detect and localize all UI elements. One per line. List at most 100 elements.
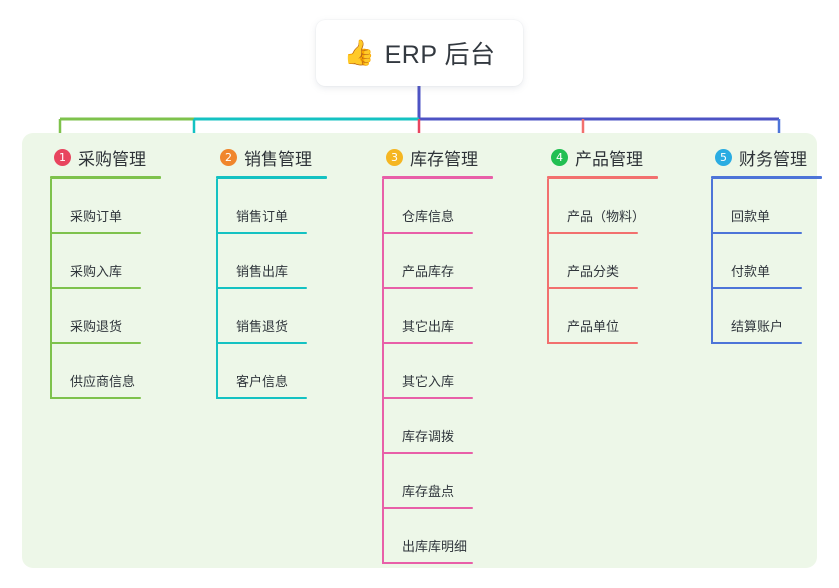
branch-1[interactable]: 1 采购管理采购订单采购入库采购退货供应商信息 <box>36 146 161 399</box>
branch-underline <box>711 176 822 179</box>
branch-item-underline <box>382 342 473 344</box>
mindmap-background-panel <box>22 133 817 568</box>
branch-item-label: 销售订单 <box>236 209 289 224</box>
branch-title: 库存管理 <box>410 149 478 169</box>
branch-item-label: 出库库明细 <box>402 539 468 554</box>
branch-item-underline <box>547 232 638 234</box>
branch-number-badge: 4 <box>551 148 568 166</box>
branch-item[interactable]: 产品库存 <box>382 234 493 289</box>
branch-underline <box>216 176 327 179</box>
branch-item-underline <box>382 232 473 234</box>
branch-item-label: 产品单位 <box>567 319 620 334</box>
branch-item-underline <box>711 287 802 289</box>
branch-header-3[interactable]: 3 库存管理 <box>368 146 493 169</box>
branch-item[interactable]: 产品单位 <box>547 289 658 344</box>
branch-item-underline <box>382 287 473 289</box>
branch-underline <box>50 176 161 179</box>
branch-item[interactable]: 采购订单 <box>50 179 161 234</box>
branch-item-underline <box>50 342 141 344</box>
branch-item-label: 采购入库 <box>70 264 123 279</box>
branch-title: 产品管理 <box>575 149 643 169</box>
branch-title: 财务管理 <box>739 149 807 169</box>
branch-item-underline <box>711 232 802 234</box>
branch-item-list: 仓库信息产品库存其它出库其它入库库存调拨库存盘点出库库明细 <box>382 179 493 564</box>
branch-item-label: 销售出库 <box>236 264 289 279</box>
branch-item-underline <box>382 452 473 454</box>
branch-item-underline <box>547 342 638 344</box>
branch-item[interactable]: 其它入库 <box>382 344 493 399</box>
branch-item-underline <box>382 562 473 564</box>
branch-underline <box>547 176 658 179</box>
branch-header-5[interactable]: 5 财务管理 <box>697 146 822 169</box>
branch-item-underline <box>50 232 141 234</box>
branch-item[interactable]: 采购退货 <box>50 289 161 344</box>
branch-item-label: 回款单 <box>731 209 771 224</box>
branch-item-list: 销售订单销售出库销售退货客户信息 <box>216 179 327 399</box>
branch-item-list: 产品（物料） 产品分类产品单位 <box>547 179 658 344</box>
branch-item[interactable]: 产品分类 <box>547 234 658 289</box>
branch-item-label: 供应商信息 <box>70 374 136 389</box>
branch-item[interactable]: 客户信息 <box>216 344 327 399</box>
branch-item-underline <box>382 507 473 509</box>
branch-item-label: 产品（物料） <box>567 209 646 224</box>
branch-item[interactable]: 销售退货 <box>216 289 327 344</box>
branch-item[interactable]: 付款单 <box>711 234 822 289</box>
branch-item[interactable]: 库存盘点 <box>382 454 493 509</box>
root-node[interactable]: 👍 ERP 后台 <box>316 20 523 86</box>
branch-item-label: 产品分类 <box>567 264 620 279</box>
branch-item-underline <box>547 287 638 289</box>
branch-item-underline <box>50 287 141 289</box>
branch-item[interactable]: 结算账户 <box>711 289 822 344</box>
branch-title: 采购管理 <box>78 149 146 169</box>
branch-item-underline <box>382 397 473 399</box>
branch-spine <box>216 179 218 399</box>
branch-header-4[interactable]: 4 产品管理 <box>533 146 658 169</box>
branch-item-label: 其它入库 <box>402 374 455 389</box>
branch-number-badge: 1 <box>54 148 71 166</box>
branch-3[interactable]: 3 库存管理仓库信息产品库存其它出库其它入库库存调拨库存盘点出库库明细 <box>368 146 493 564</box>
branch-item-underline <box>216 342 307 344</box>
branch-number-badge: 3 <box>386 148 403 166</box>
branch-item-label: 结算账户 <box>731 319 784 334</box>
branch-item[interactable]: 仓库信息 <box>382 179 493 234</box>
branch-spine <box>547 179 549 344</box>
branch-number-badge: 2 <box>220 148 237 166</box>
branch-item[interactable]: 销售订单 <box>216 179 327 234</box>
branch-item-label: 库存盘点 <box>402 484 455 499</box>
thumbs-up-icon: 👍 <box>343 38 375 67</box>
branch-item[interactable]: 产品（物料） <box>547 179 658 234</box>
branch-item-list: 回款单付款单结算账户 <box>711 179 822 344</box>
branch-number-badge: 5 <box>715 148 732 166</box>
branch-item[interactable]: 销售出库 <box>216 234 327 289</box>
branch-item[interactable]: 供应商信息 <box>50 344 161 399</box>
branch-spine <box>50 179 52 399</box>
branch-item-label: 销售退货 <box>236 319 289 334</box>
branch-item[interactable]: 其它出库 <box>382 289 493 344</box>
branch-item-label: 付款单 <box>731 264 771 279</box>
branch-5[interactable]: 5 财务管理回款单付款单结算账户 <box>697 146 822 344</box>
branch-item-label: 产品库存 <box>402 264 455 279</box>
branch-underline <box>382 176 493 179</box>
branch-item-label: 仓库信息 <box>402 209 455 224</box>
branch-item-underline <box>216 232 307 234</box>
branch-item-underline <box>216 287 307 289</box>
branch-item[interactable]: 采购入库 <box>50 234 161 289</box>
branch-4[interactable]: 4 产品管理产品（物料） 产品分类产品单位 <box>533 146 658 344</box>
branch-spine <box>711 179 713 344</box>
branch-item[interactable]: 出库库明细 <box>382 509 493 564</box>
branch-header-1[interactable]: 1 采购管理 <box>36 146 161 169</box>
branch-item-underline <box>216 397 307 399</box>
branch-item-underline <box>50 397 141 399</box>
branch-item-underline <box>711 342 802 344</box>
branch-spine <box>382 179 384 564</box>
branch-item-label: 客户信息 <box>236 374 289 389</box>
branch-item-list: 采购订单采购入库采购退货供应商信息 <box>50 179 161 399</box>
branch-item-label: 其它出库 <box>402 319 455 334</box>
branch-item[interactable]: 库存调拨 <box>382 399 493 454</box>
branch-item[interactable]: 回款单 <box>711 179 822 234</box>
root-title: ERP 后台 <box>384 41 496 69</box>
